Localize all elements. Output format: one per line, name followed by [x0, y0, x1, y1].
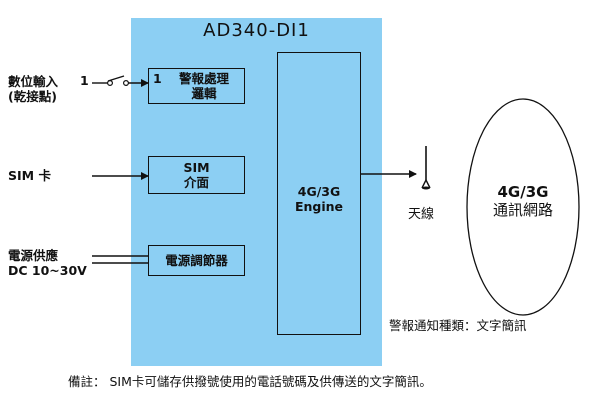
digital-input-pin: 1: [80, 73, 89, 88]
engine-line2: Engine: [294, 199, 344, 214]
alarm-logic-number: 1: [153, 71, 162, 86]
digital-input-label: 數位輸入: [8, 74, 59, 89]
power-regulator-label: 電源調節器: [165, 253, 228, 268]
footnote: 備註： SIM卡可儲存供撥號使用的電話號碼及供傳送的文字簡訊。: [68, 374, 432, 389]
sim-interface-line1: SIM: [183, 160, 210, 175]
dry-contact-switch-icon: [92, 75, 149, 87]
engine-line1: 4G/3G: [297, 184, 341, 199]
alarm-logic-line1: 警報處理: [178, 71, 229, 86]
alarm-logic-block: [148, 68, 245, 104]
sim-interface-line2: 介面: [183, 175, 209, 190]
power-label: 電源供應: [8, 248, 59, 263]
power-input-lines: [92, 255, 148, 264]
sim-interface-block: [148, 156, 245, 194]
network-line2: 通訊網路: [492, 201, 553, 219]
power-voltage: DC 10~30V: [8, 263, 87, 278]
device-title: AD340-DI1: [203, 20, 310, 41]
power-regulator-block: [148, 245, 245, 276]
network-line1: 4G/3G: [497, 183, 549, 201]
sim-label: SIM 卡: [8, 168, 51, 183]
alarm-types-label: 警報通知種類：文字簡訊: [389, 318, 527, 333]
alarm-logic-line2: 邏輯: [191, 86, 217, 101]
engine-block: [277, 52, 361, 335]
antenna-label: 天線: [408, 207, 435, 222]
digital-input-sublabel: (乾接點): [8, 89, 57, 104]
device-body: [131, 18, 382, 366]
network-cloud: [466, 98, 580, 316]
antenna-icon: [421, 146, 431, 190]
